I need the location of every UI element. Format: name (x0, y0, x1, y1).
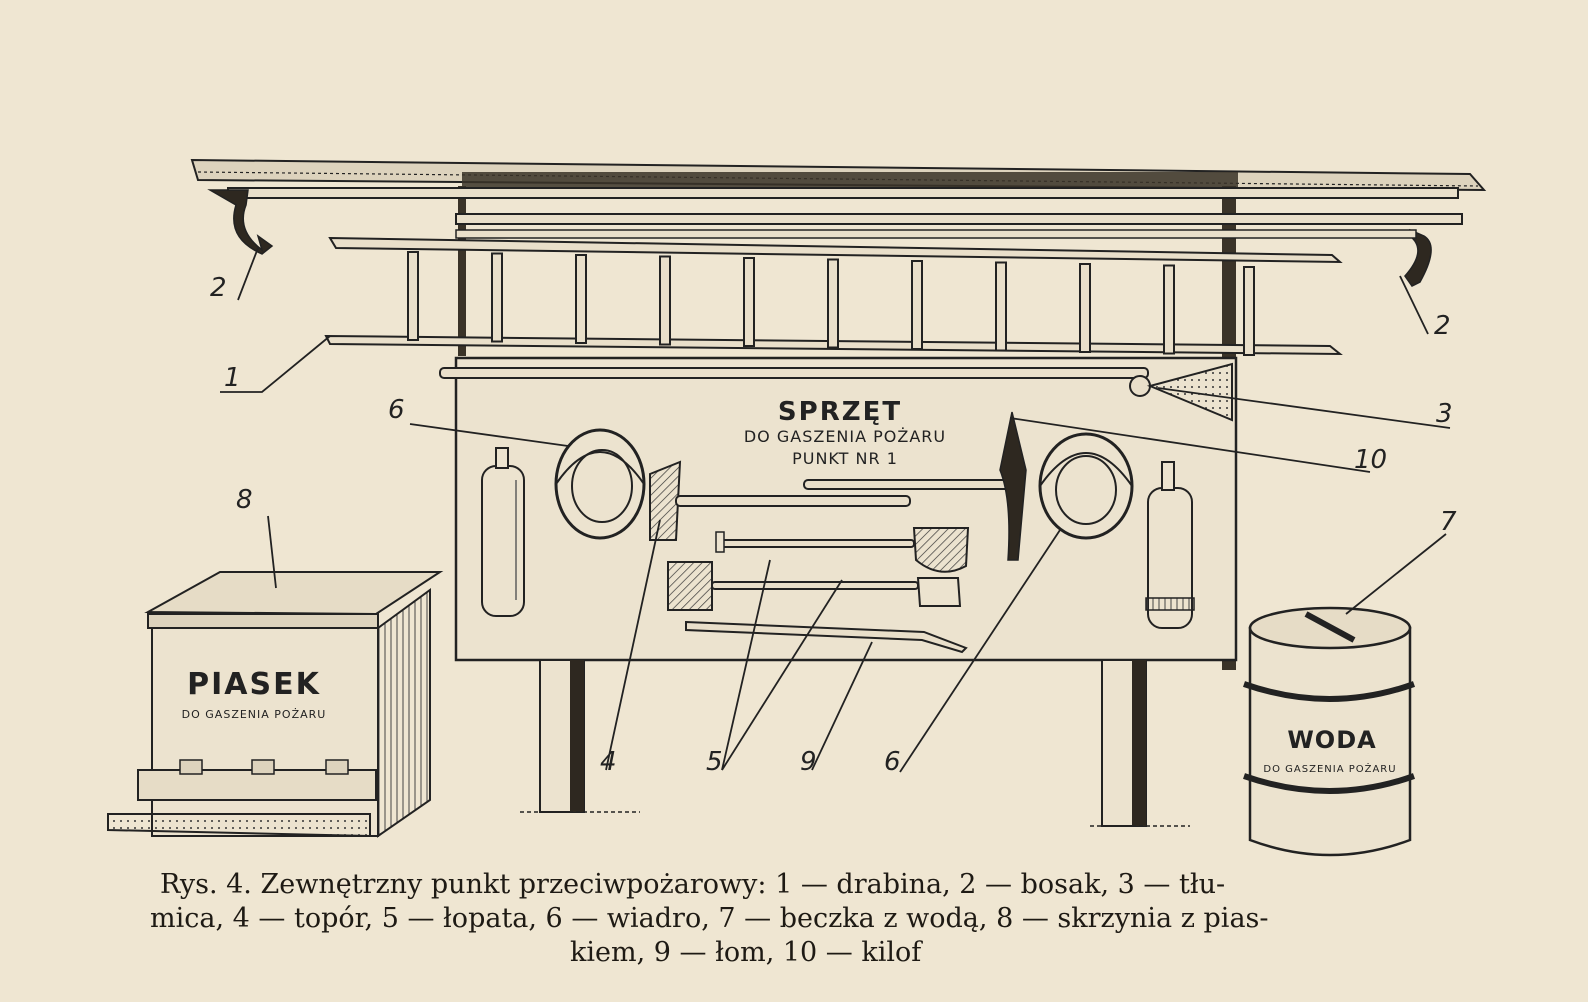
extinguisher-left (481, 447, 525, 617)
ladder-rung (743, 257, 755, 347)
label-barrel: 7 (1440, 507, 1457, 537)
sand-box (107, 571, 444, 838)
frame-post-left (458, 186, 466, 356)
figure-caption: Rys. 4. Zewnętrzny punkt przeciwpożarowy… (150, 868, 1490, 970)
ladder-rung (911, 260, 923, 350)
sand-box-title: PIASEK (187, 667, 321, 702)
sign-title: SPRZĘT (778, 397, 902, 427)
label-bucket-left: 6 (388, 395, 405, 425)
leader-lines (220, 247, 1451, 773)
label-beater: 3 (1436, 399, 1453, 429)
ladder-rung (575, 254, 587, 344)
label-hook-right: 2 (1434, 311, 1451, 341)
shovel-pointed (715, 527, 970, 573)
label-crowbar: 9 (800, 747, 817, 777)
ladder-rung (995, 261, 1007, 352)
bucket-right (1038, 432, 1134, 540)
ladder-rung (407, 251, 419, 341)
ladder (324, 236, 1343, 356)
crowbar (685, 620, 968, 654)
label-sandbox: 8 (236, 485, 253, 515)
ladder-rung (827, 258, 839, 349)
ladder-rung (659, 255, 671, 346)
ladder-rung (1163, 264, 1175, 355)
sign-line-2: PUNKT NR 1 (792, 449, 898, 468)
roof (190, 158, 1487, 196)
label-pickaxe: 10 (1354, 445, 1387, 475)
label-axe: 4 (600, 747, 617, 777)
water-barrel (1243, 606, 1416, 857)
boat-hook-right (455, 213, 1463, 287)
sign-line-1: DO GASZENIA POŻARU (744, 427, 946, 446)
sand-box-subtitle: DO GASZENIA POŻARU (182, 708, 327, 721)
label-shovel: 5 (706, 747, 723, 777)
barrel-title: WODA (1287, 726, 1376, 754)
caption-line-2: mica, 4 — topór, 5 — łopata, 6 — wiadro,… (150, 903, 1269, 934)
axe (649, 460, 911, 541)
ladder-rung (1079, 263, 1091, 353)
caption-line-1: Rys. 4. Zewnętrzny punkt przeciwpożarowy… (160, 869, 1226, 900)
ladder-rung (491, 252, 503, 343)
label-hook-left: 2 (210, 273, 227, 303)
label-bucket-right: 6 (884, 747, 901, 777)
boat-hook-left (207, 187, 1459, 255)
ladder-rung (1243, 266, 1255, 356)
caption-line-3: kiem, 9 — łom, 10 — kilof (570, 937, 922, 968)
barrel-subtitle: DO GASZENIA POŻARU (1263, 762, 1396, 775)
label-ladder: 1 (224, 363, 241, 393)
bucket-left (554, 428, 646, 540)
pickaxe (803, 411, 1027, 561)
extinguisher-right (1145, 461, 1195, 629)
